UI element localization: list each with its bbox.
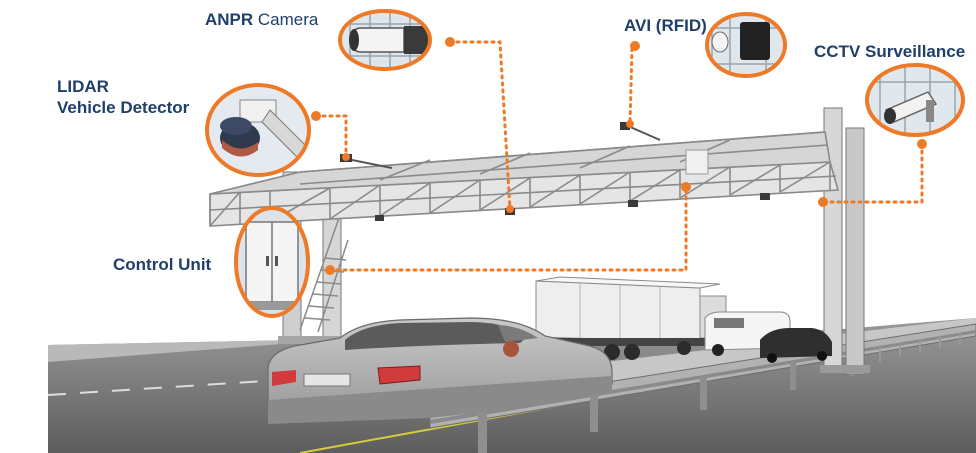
cctv-camera-icon: [865, 63, 965, 137]
lidar-label-line2: Vehicle Detector: [57, 98, 190, 117]
truck: [535, 276, 727, 360]
control-unit-label: Control Unit: [113, 255, 212, 274]
lidar-sensor-icon: [205, 83, 311, 177]
rfid-reader-icon: [705, 12, 787, 78]
anpr-camera-label-name: Camera: [257, 10, 319, 29]
connector-lines: [314, 40, 924, 272]
anpr-camera-label-prefix: ANPR: [205, 10, 254, 29]
avi-rfid-label: AVI (RFID): [624, 16, 707, 35]
control-cabinet-icon: [234, 206, 310, 318]
anpr-camera-label: ANPR Camera: [205, 10, 318, 30]
cctv-surveillance-label: CCTV Surveillance: [814, 42, 966, 61]
lidar-label-line1: LIDAR: [57, 77, 109, 96]
connector-dots: [311, 37, 927, 275]
gantry-truss: [209, 131, 840, 227]
sedan: [267, 317, 613, 424]
anpr-camera-icon: [338, 9, 432, 71]
dark-car: [760, 328, 832, 363]
